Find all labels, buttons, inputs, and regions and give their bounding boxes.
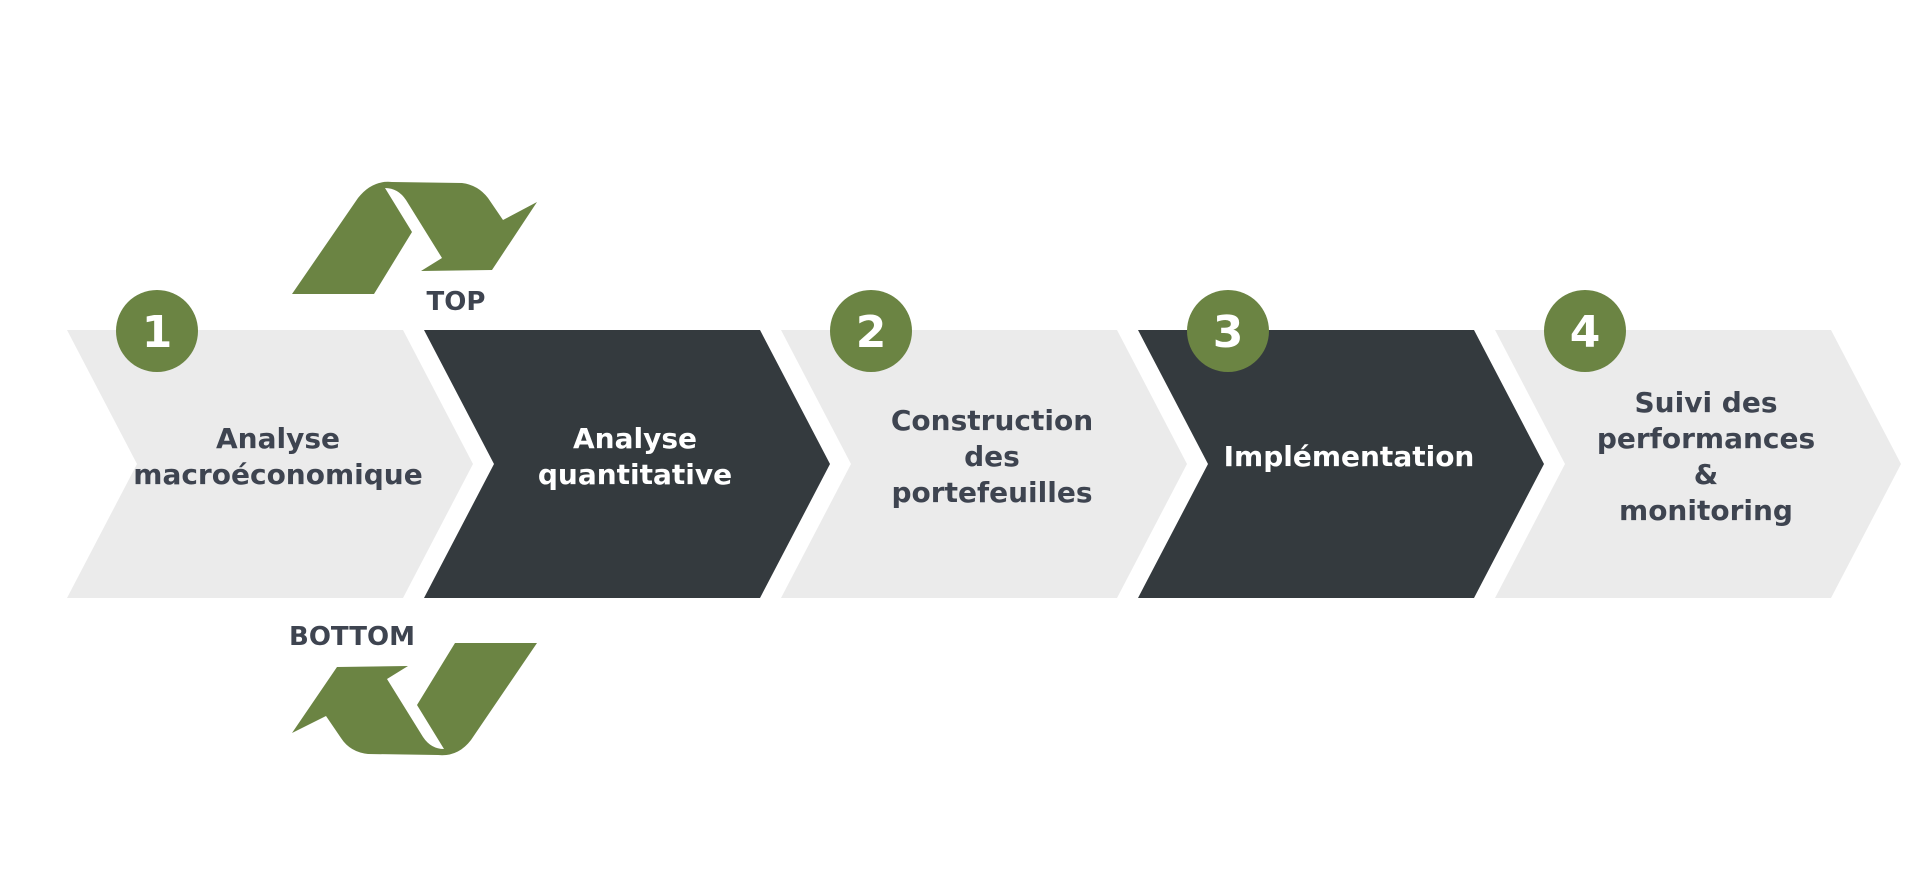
step-3-label-line: Construction xyxy=(891,404,1093,437)
step-chevron-3 xyxy=(781,330,1187,598)
bottom-curved-arrow-icon xyxy=(292,643,537,756)
bottom-label: BOTTOM xyxy=(289,622,415,652)
step-5-label-line: monitoring xyxy=(1619,494,1793,527)
step-2-label-line: quantitative xyxy=(538,458,732,491)
step-chevron-1 xyxy=(67,330,473,598)
step-1-label-line: macroéconomique xyxy=(133,458,422,491)
top-label: TOP xyxy=(427,287,486,317)
step-2-label-line: Analyse xyxy=(573,422,697,455)
step-3-label-line: des xyxy=(964,440,1020,473)
step-5-label-line: Suivi des xyxy=(1635,386,1778,419)
step-number-badge xyxy=(830,290,912,372)
step-3-label-line: portefeuilles xyxy=(891,476,1092,509)
step-number: 4 xyxy=(1570,307,1601,358)
step-number: 2 xyxy=(856,307,887,358)
step-number: 1 xyxy=(142,307,173,358)
step-chevron-4 xyxy=(1138,330,1544,598)
top-curved-arrow-icon xyxy=(292,181,537,294)
step-chevron-2 xyxy=(424,330,830,598)
step-5-label-line: & xyxy=(1694,458,1718,491)
step-number-badge xyxy=(1544,290,1626,372)
step-5-label-line: performances xyxy=(1597,422,1815,455)
step-1-label-line: Analyse xyxy=(216,422,340,455)
step-number-badge xyxy=(1187,290,1269,372)
step-number: 3 xyxy=(1213,307,1244,358)
step-chevron-5 xyxy=(1495,330,1901,598)
step-number-badge xyxy=(116,290,198,372)
step-4-label-line: Implémentation xyxy=(1224,440,1475,473)
